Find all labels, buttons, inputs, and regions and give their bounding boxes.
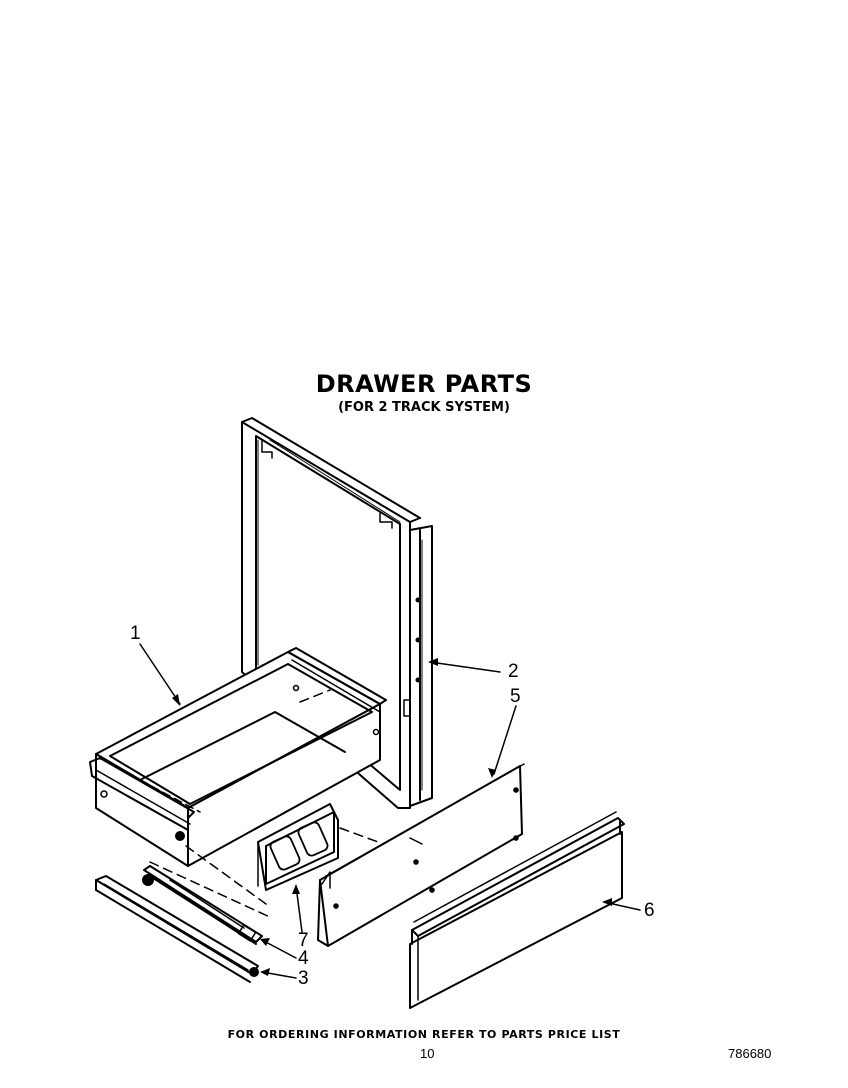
part-bracket — [257, 803, 339, 891]
callout-6: 6 — [644, 900, 655, 921]
callout-2: 2 — [508, 661, 519, 682]
assembly-guide-lines — [149, 689, 379, 919]
part-slide-track — [142, 865, 263, 945]
diagram-title: DRAWER PARTS — [315, 370, 533, 398]
ordering-note: FOR ORDERING INFORMATION REFER TO PARTS … — [227, 1028, 621, 1041]
page-number: 10 — [420, 1046, 435, 1061]
callout-arrowheads — [172, 658, 612, 976]
part-drawer — [89, 647, 387, 867]
callout-5: 5 — [510, 686, 521, 707]
callout-4: 4 — [298, 948, 309, 969]
callout-7: 7 — [298, 930, 309, 951]
part-front-panel — [409, 811, 625, 1009]
part-track-rail — [95, 875, 259, 983]
callout-3: 3 — [298, 968, 309, 989]
part-drawer-frame — [241, 417, 433, 809]
part-rear-panel — [317, 763, 525, 947]
diagram-subtitle: (FOR 2 TRACK SYSTEM) — [338, 400, 510, 415]
document-number: 786680 — [728, 1046, 772, 1061]
callout-1: 1 — [130, 623, 141, 644]
